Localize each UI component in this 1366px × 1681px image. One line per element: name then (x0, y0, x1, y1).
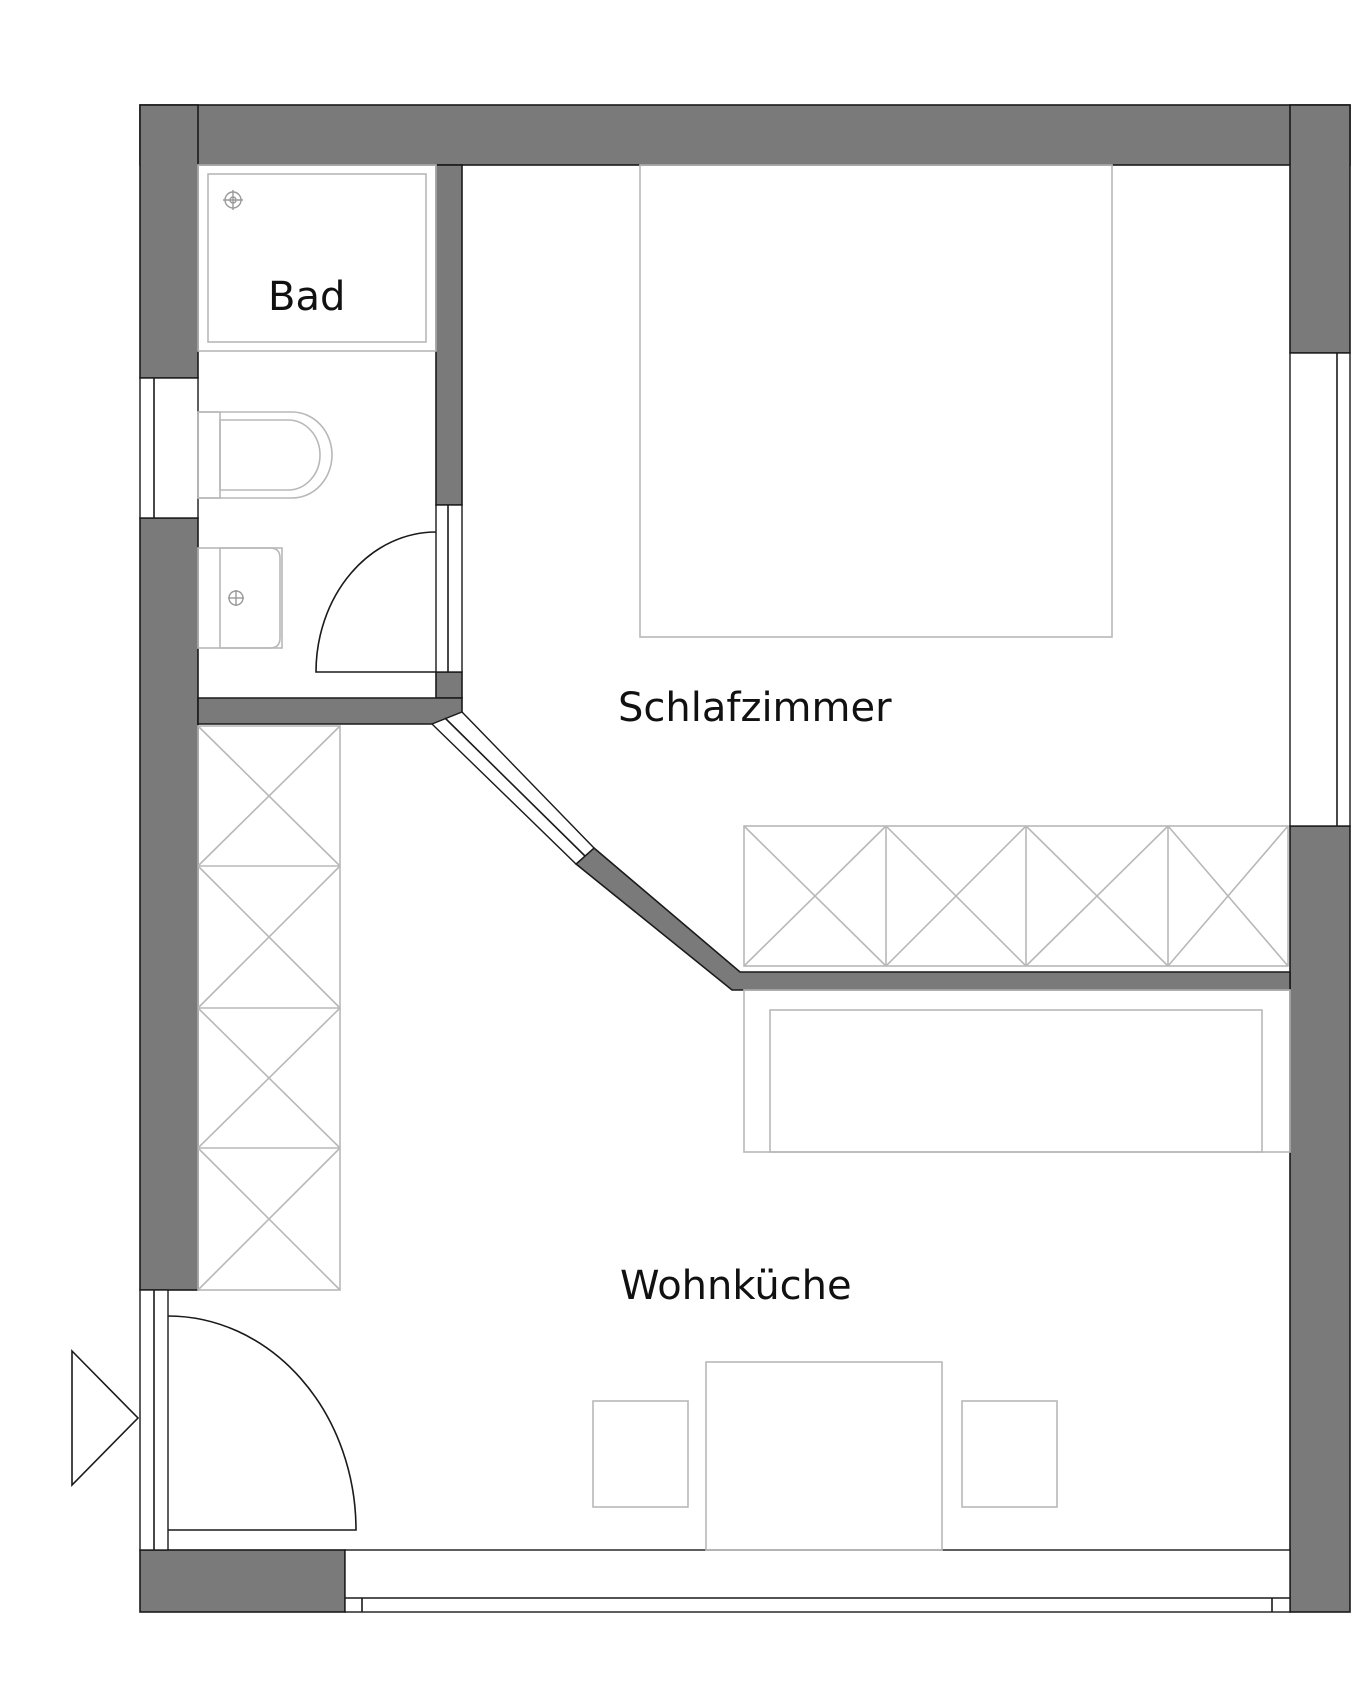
bathroom-fixtures (197, 164, 437, 649)
wardrobe-bedroom-outline (743, 825, 1289, 967)
window-bath-left (139, 377, 199, 519)
sink-basin (219, 547, 281, 649)
wall-bottom-left (139, 1549, 346, 1613)
entrance-arrow-icon (71, 1349, 140, 1487)
label-wohnkueche: Wohnküche (620, 1263, 852, 1309)
chair-left (592, 1400, 689, 1508)
living-furniture (197, 725, 1291, 1551)
toilet-tank (197, 411, 221, 499)
shower-tray (197, 164, 437, 352)
windows (139, 352, 1351, 1613)
wall-bath-vertical (435, 164, 463, 506)
wall-left-top (139, 104, 199, 379)
glass-partition-line (444, 717, 586, 857)
wall-right-lower (1289, 825, 1351, 1613)
kitchen-cabinets (197, 725, 341, 1291)
sofa-outer (743, 989, 1291, 1153)
bed (639, 164, 1113, 638)
toilet-bowl-outer (198, 411, 333, 499)
chair-right (961, 1400, 1058, 1508)
door-bath-swing (315, 531, 437, 673)
wall-right-upper (1289, 104, 1351, 354)
shower-drain-icon (223, 190, 243, 210)
doors (139, 504, 463, 1551)
dining-table (705, 1361, 943, 1551)
window-bottom (344, 1549, 1291, 1613)
window-bedroom-right (1289, 352, 1351, 827)
sofa-seat (769, 1009, 1263, 1153)
label-schlafzimmer: Schlafzimmer (618, 685, 892, 731)
door-entrance-swing (167, 1315, 357, 1531)
wall-bath-bottom (197, 697, 463, 725)
interior-walls (197, 164, 1291, 991)
wardrobe-bedroom-unit (743, 825, 1289, 967)
toilet-bowl-inner (219, 419, 321, 491)
label-bad: Bad (268, 274, 345, 320)
sink-drain-icon (228, 590, 244, 606)
door-bath-frame (435, 504, 463, 673)
wall-top (139, 104, 1351, 166)
shower-tray-inner (207, 173, 427, 343)
bedroom-furniture (639, 164, 1289, 967)
wall-bath-stub (435, 671, 463, 699)
wall-left-middle (139, 517, 199, 1291)
wardrobe-bedroom (743, 825, 1289, 967)
